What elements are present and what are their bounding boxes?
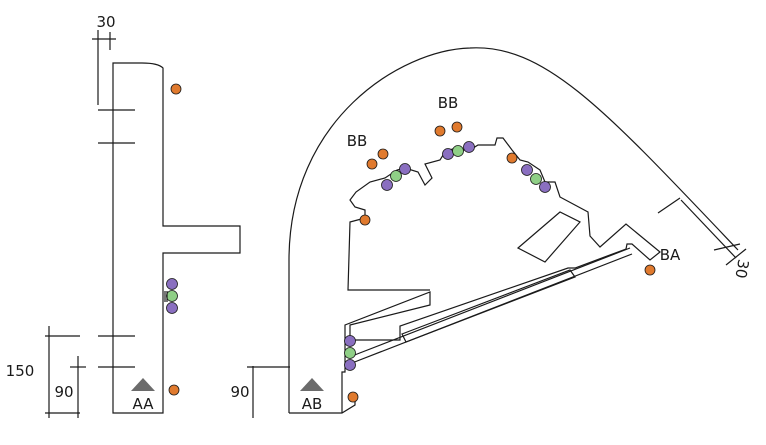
right-envelope [288, 47, 739, 413]
dim-left-inner: 90 [54, 383, 73, 401]
dim-left-top: 30 [96, 13, 115, 31]
label-ab: AB [302, 395, 323, 413]
label-bb-2: BB [438, 94, 459, 112]
label-aa: AA [133, 395, 155, 413]
left-building-outline [112, 62, 241, 414]
right-markers [344, 121, 656, 403]
corridor-box [401, 269, 576, 343]
left-dimension-lines [45, 30, 135, 418]
right-building: 90 30 AB BB BB BA [230, 47, 752, 418]
dim-right-side: 30 [731, 258, 752, 280]
corridor-upper [351, 247, 631, 357]
left-triangle-marker [131, 378, 155, 391]
right-notch-room [516, 211, 581, 263]
right-triangle-marker [300, 378, 324, 391]
right-building-outline [341, 137, 661, 413]
dim-right-inner: 90 [230, 383, 249, 401]
left-markers [164, 83, 182, 396]
right-dimension-lines [247, 197, 747, 418]
label-ba: BA [660, 246, 681, 264]
left-building: 30 150 90 AA [6, 13, 241, 418]
dim-left-outer: 150 [6, 362, 35, 380]
label-bb-1: BB [347, 132, 368, 150]
